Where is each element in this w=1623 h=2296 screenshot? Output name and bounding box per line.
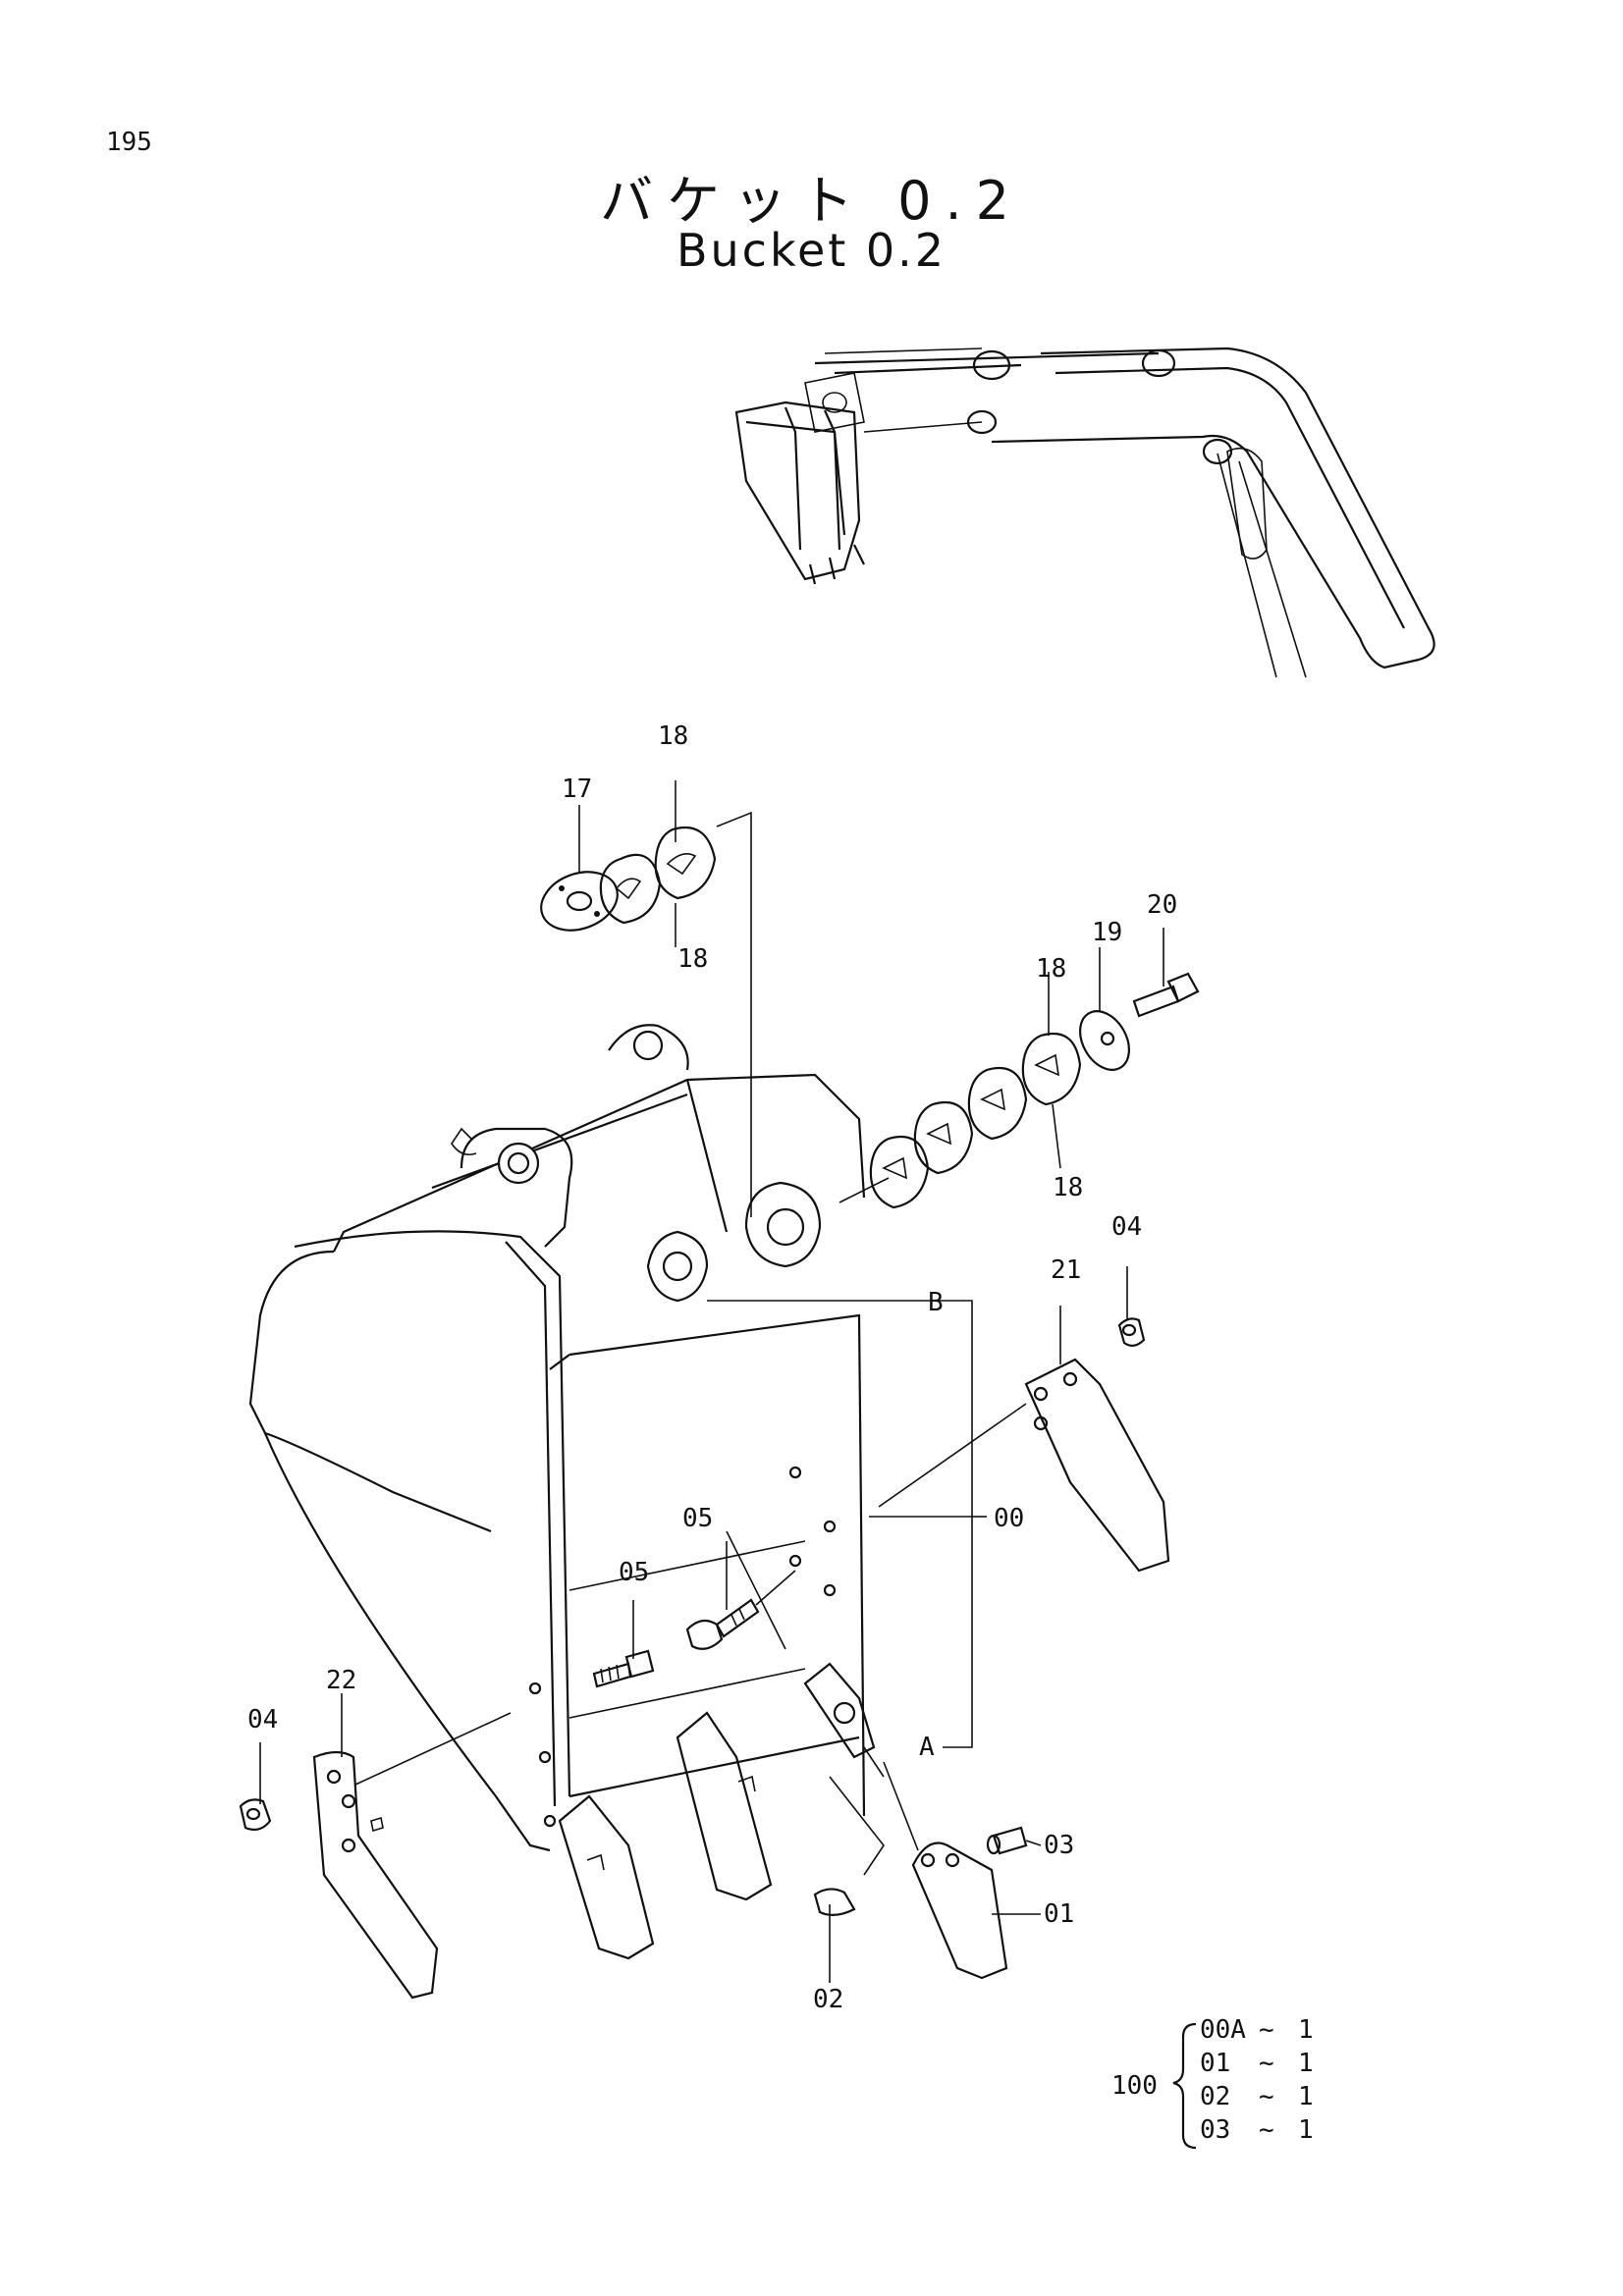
callout-04: 04 (1111, 1212, 1142, 1242)
kit-item-sep: ~ (1259, 2082, 1274, 2111)
kit-legend: 100 00A ~ 1 01 ~ 1 02 ~ 1 03 ~ 1 (1111, 2015, 1314, 2150)
callout-22: 22 (326, 1666, 356, 1695)
part-21-side-cutter-right (1024, 1358, 1170, 1573)
callout-18: 18 (658, 721, 688, 751)
callout-18: 18 (1053, 1173, 1083, 1202)
kit-item-part: 01 (1200, 2049, 1230, 2078)
part-22-side-cutter-left (312, 1750, 439, 2000)
callout-19: 19 (1092, 918, 1122, 947)
kit-item-sep: ~ (1259, 2049, 1274, 2078)
kit-item-qty: 1 (1298, 2115, 1314, 2145)
callout-00: 00 (994, 1504, 1024, 1533)
part-05-bolt-left (592, 1649, 655, 1688)
title-english: Bucket 0.2 (676, 224, 947, 277)
kit-number: 100 (1111, 2071, 1158, 2101)
part-01-tooth-point (911, 1842, 1008, 1980)
callout-04: 04 (247, 1705, 278, 1735)
callout-21: 21 (1051, 1255, 1081, 1285)
excavator-arm-locator-illustration (734, 347, 1435, 678)
callout-05: 05 (682, 1504, 713, 1533)
part-05-bolt-center (685, 1598, 760, 1650)
kit-item-part: 00A (1200, 2015, 1246, 2045)
kit-item-part: 02 (1200, 2082, 1230, 2111)
kit-brace (1172, 2022, 1197, 2150)
callout-18: 18 (677, 944, 708, 974)
part-19-washer-plate (1079, 1010, 1130, 1071)
callout-b: B (928, 1288, 944, 1317)
kit-item-qty: 1 (1298, 2082, 1314, 2111)
part-04-nut-left (239, 1798, 272, 1831)
callout-02: 02 (813, 1985, 843, 2014)
part-18-shim-upper-1 (599, 853, 662, 925)
kit-item-qty: 1 (1298, 2049, 1314, 2078)
kit-item-sep: ~ (1259, 2115, 1274, 2145)
callout-labels: 17 18 18 20 19 18 18 04 21 B 00 05 05 22… (247, 721, 1177, 2014)
callout-20: 20 (1147, 890, 1177, 920)
callout-05: 05 (619, 1558, 649, 1587)
part-18-shim-upper-2 (654, 826, 717, 900)
part-04-nut-right (1117, 1317, 1146, 1347)
kit-item-part: 03 (1200, 2115, 1230, 2145)
callout-a: A (919, 1733, 935, 1762)
part-20-bolt (1132, 972, 1200, 1018)
bucket-teeth-row (558, 1662, 876, 1960)
part-03-pin (986, 1826, 1028, 1855)
part-02-lock (813, 1888, 856, 1916)
part-17-boss-ring (540, 871, 619, 932)
page-number: 195 (106, 128, 152, 157)
title-japanese: バケット 0.2 (599, 170, 1024, 232)
part-18-shim-right (869, 1032, 1082, 1209)
leader-lines (259, 780, 1164, 1983)
callout-01: 01 (1044, 1899, 1074, 1929)
callout-03: 03 (1044, 1831, 1074, 1860)
callout-17: 17 (562, 774, 592, 804)
kit-item-sep: ~ (1259, 2015, 1274, 2045)
kit-item-qty: 1 (1298, 2015, 1314, 2045)
callout-18: 18 (1036, 954, 1066, 984)
